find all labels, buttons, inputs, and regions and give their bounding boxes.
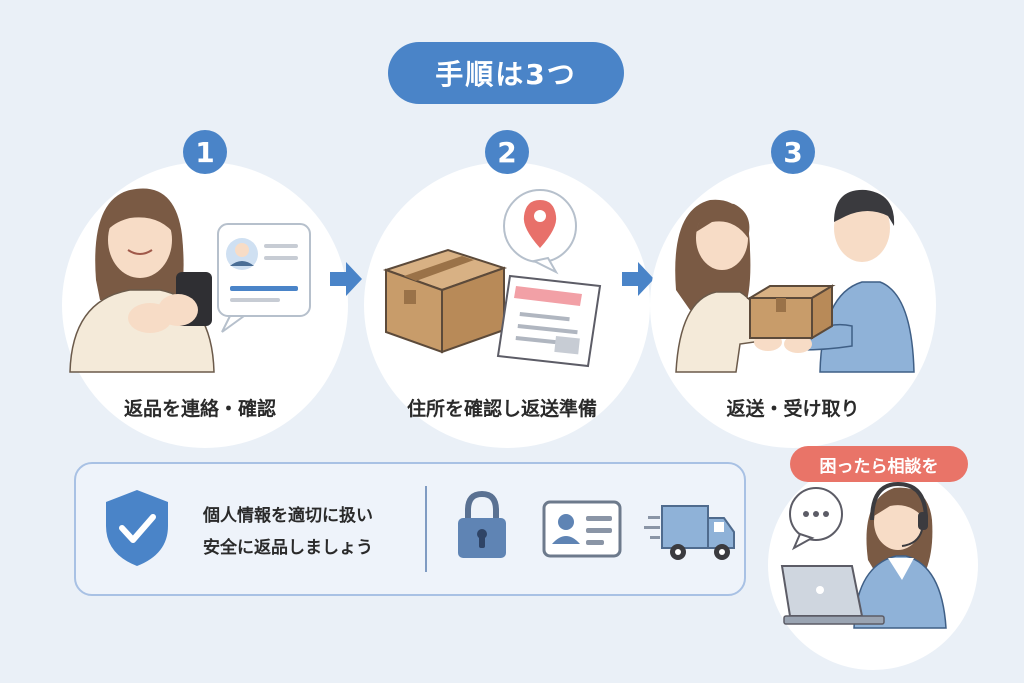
step-2-label: 住所を確認し返送準備 — [406, 398, 597, 420]
arrow-right-icon — [330, 262, 362, 296]
woman-handing-box — [675, 199, 782, 373]
page-title: 手順は3つ — [435, 58, 577, 91]
chat-dots-icon — [789, 487, 843, 551]
arrow-right-icon — [622, 262, 654, 296]
step-2-badge: 2 — [485, 130, 529, 174]
shipping-label-icon — [496, 274, 602, 368]
step-3-label: 返送・受け取り — [726, 398, 860, 420]
info-divider — [425, 486, 427, 572]
shield-check-icon — [106, 490, 168, 566]
location-pin-icon — [503, 189, 577, 275]
privacy-message-line-1: 個人情報を適切に扱い — [203, 506, 373, 526]
privacy-message: 個人情報を適切に扱い 安全に返品しましょう — [203, 500, 413, 564]
lock-icon — [458, 490, 506, 558]
step-3-badge: 3 — [771, 130, 815, 174]
cardboard-box-icon — [746, 284, 836, 340]
profile-chat-bubble — [217, 223, 311, 333]
help-pill: 困ったら相談を — [790, 446, 968, 482]
step-1-label: 返品を連絡・確認 — [123, 398, 276, 420]
step-3-number: 3 — [783, 135, 803, 169]
step-2-number: 2 — [497, 135, 517, 169]
headset-agent — [853, 481, 947, 629]
woman-with-phone — [69, 188, 215, 373]
title-pill: 手順は3つ — [388, 42, 624, 104]
id-card-icon — [542, 500, 622, 558]
step-1-number: 1 — [195, 135, 215, 169]
cardboard-box-icon — [382, 248, 508, 354]
privacy-message-line-2: 安全に返品しましょう — [203, 538, 373, 558]
delivery-truck-icon — [644, 505, 735, 560]
privacy-info-box — [74, 462, 746, 596]
help-label: 困ったら相談を — [819, 456, 939, 477]
man-receiving-box — [784, 189, 915, 373]
step-1-badge: 1 — [183, 130, 227, 174]
laptop-icon — [780, 565, 885, 625]
